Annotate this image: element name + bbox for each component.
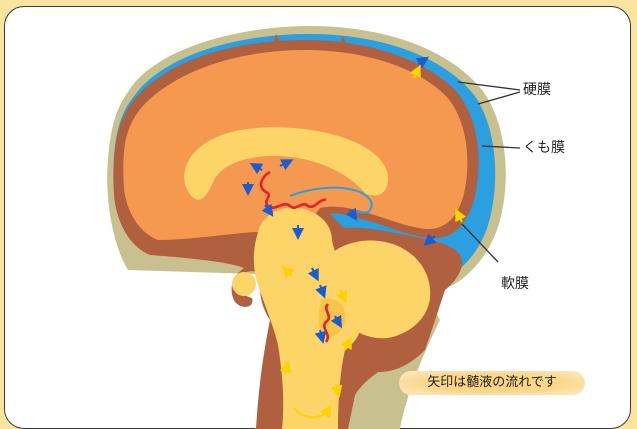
- arachnoid-label: くも膜: [523, 140, 565, 156]
- dura-mater-label: 硬膜: [523, 82, 551, 98]
- pia-mater-label: 軟膜: [501, 276, 529, 292]
- pituitary: [232, 272, 256, 296]
- caption-badge: 矢印は髄液の流れです: [399, 371, 585, 395]
